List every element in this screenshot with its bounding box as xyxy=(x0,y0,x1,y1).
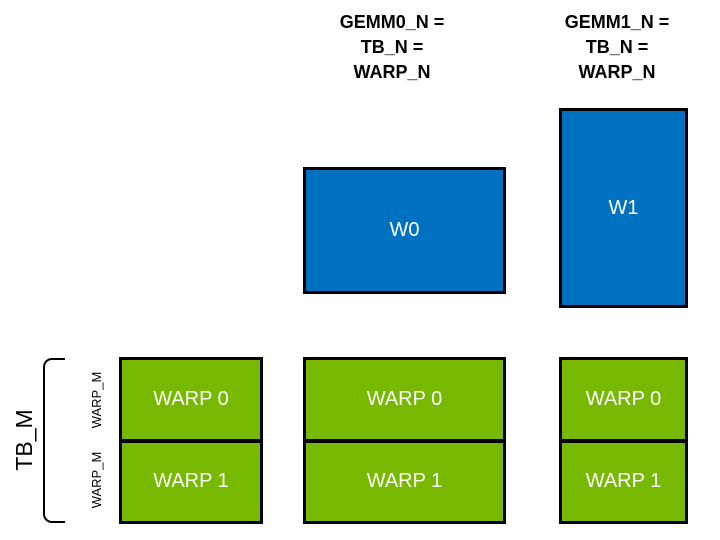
warp-row: WARP 0 xyxy=(122,360,260,443)
warp-row: WARP 0 xyxy=(306,360,503,443)
tb-m-label: TB_M xyxy=(11,409,37,471)
tb-m-bracket xyxy=(43,358,65,523)
warp-m-label-top: WARP_M xyxy=(89,371,104,429)
warp-row: WARP 1 xyxy=(562,442,685,521)
warp-group-left: WARP 0 WARP 1 xyxy=(119,357,263,524)
blue-tile-w0-label: W0 xyxy=(389,219,420,241)
gemm1-column-label: GEMM1_N = TB_N = WARP_N xyxy=(564,12,670,82)
warp-group-right: WARP 0 WARP 1 xyxy=(559,357,688,524)
warp-group-middle: WARP 0 WARP 1 xyxy=(303,357,506,524)
blue-tile-w0: W0 xyxy=(303,167,506,294)
gemm0-column-label: GEMM0_N = TB_N = WARP_N xyxy=(339,12,445,82)
warp-row: WARP 0 xyxy=(562,360,685,443)
blue-tile-w1: W1 xyxy=(559,108,688,308)
warp-m-label-bottom: WARP_M xyxy=(89,451,104,509)
warp-row: WARP 1 xyxy=(122,442,260,521)
warp-row: WARP 1 xyxy=(306,442,503,521)
blue-tile-w1-label: W1 xyxy=(608,196,639,219)
